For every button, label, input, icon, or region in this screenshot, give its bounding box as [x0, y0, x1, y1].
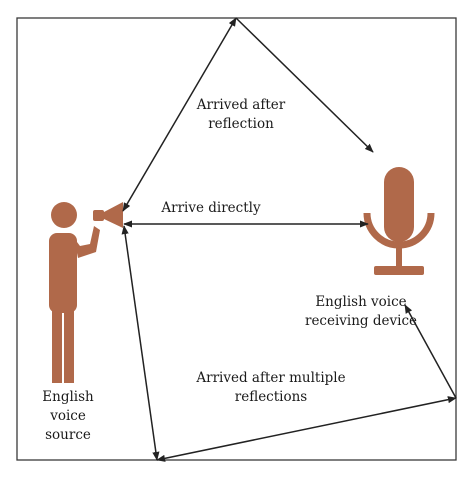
multiple-label-line-2: reflections: [234, 389, 308, 405]
multi-reflection-arrow-2: [156, 396, 457, 462]
receiver-label: English voice receiving device: [301, 293, 421, 331]
person-icon: [49, 202, 100, 383]
receiver-label-line-1: English voice: [315, 294, 407, 310]
multi-reflection-arrow-1: [121, 225, 160, 461]
source-label: English voice source: [28, 388, 108, 445]
reflection-label-line-1: Arrived after: [196, 97, 286, 113]
source-label-line-3: source: [45, 427, 91, 443]
multiple-label-line-1: Arrived after multiple: [196, 370, 346, 386]
reflection-arrow-up: [122, 17, 237, 212]
reflection-arrow-down: [235, 17, 374, 153]
receiver-label-line-2: receiving device: [304, 313, 417, 329]
reflection-label-line-2: reflection: [208, 116, 274, 132]
megaphone-icon: [93, 202, 123, 228]
multi-reflection-arrow-3: [404, 304, 457, 399]
source-label-line-2: voice: [50, 408, 86, 424]
direct-label: Arrive directly: [156, 199, 266, 218]
microphone-icon: [363, 167, 435, 275]
direct-label-text: Arrive directly: [161, 200, 261, 216]
multiple-reflections-label: Arrived after multiple reflections: [186, 369, 356, 407]
reflection-label: Arrived after reflection: [186, 96, 296, 134]
source-label-line-1: English: [42, 389, 94, 405]
